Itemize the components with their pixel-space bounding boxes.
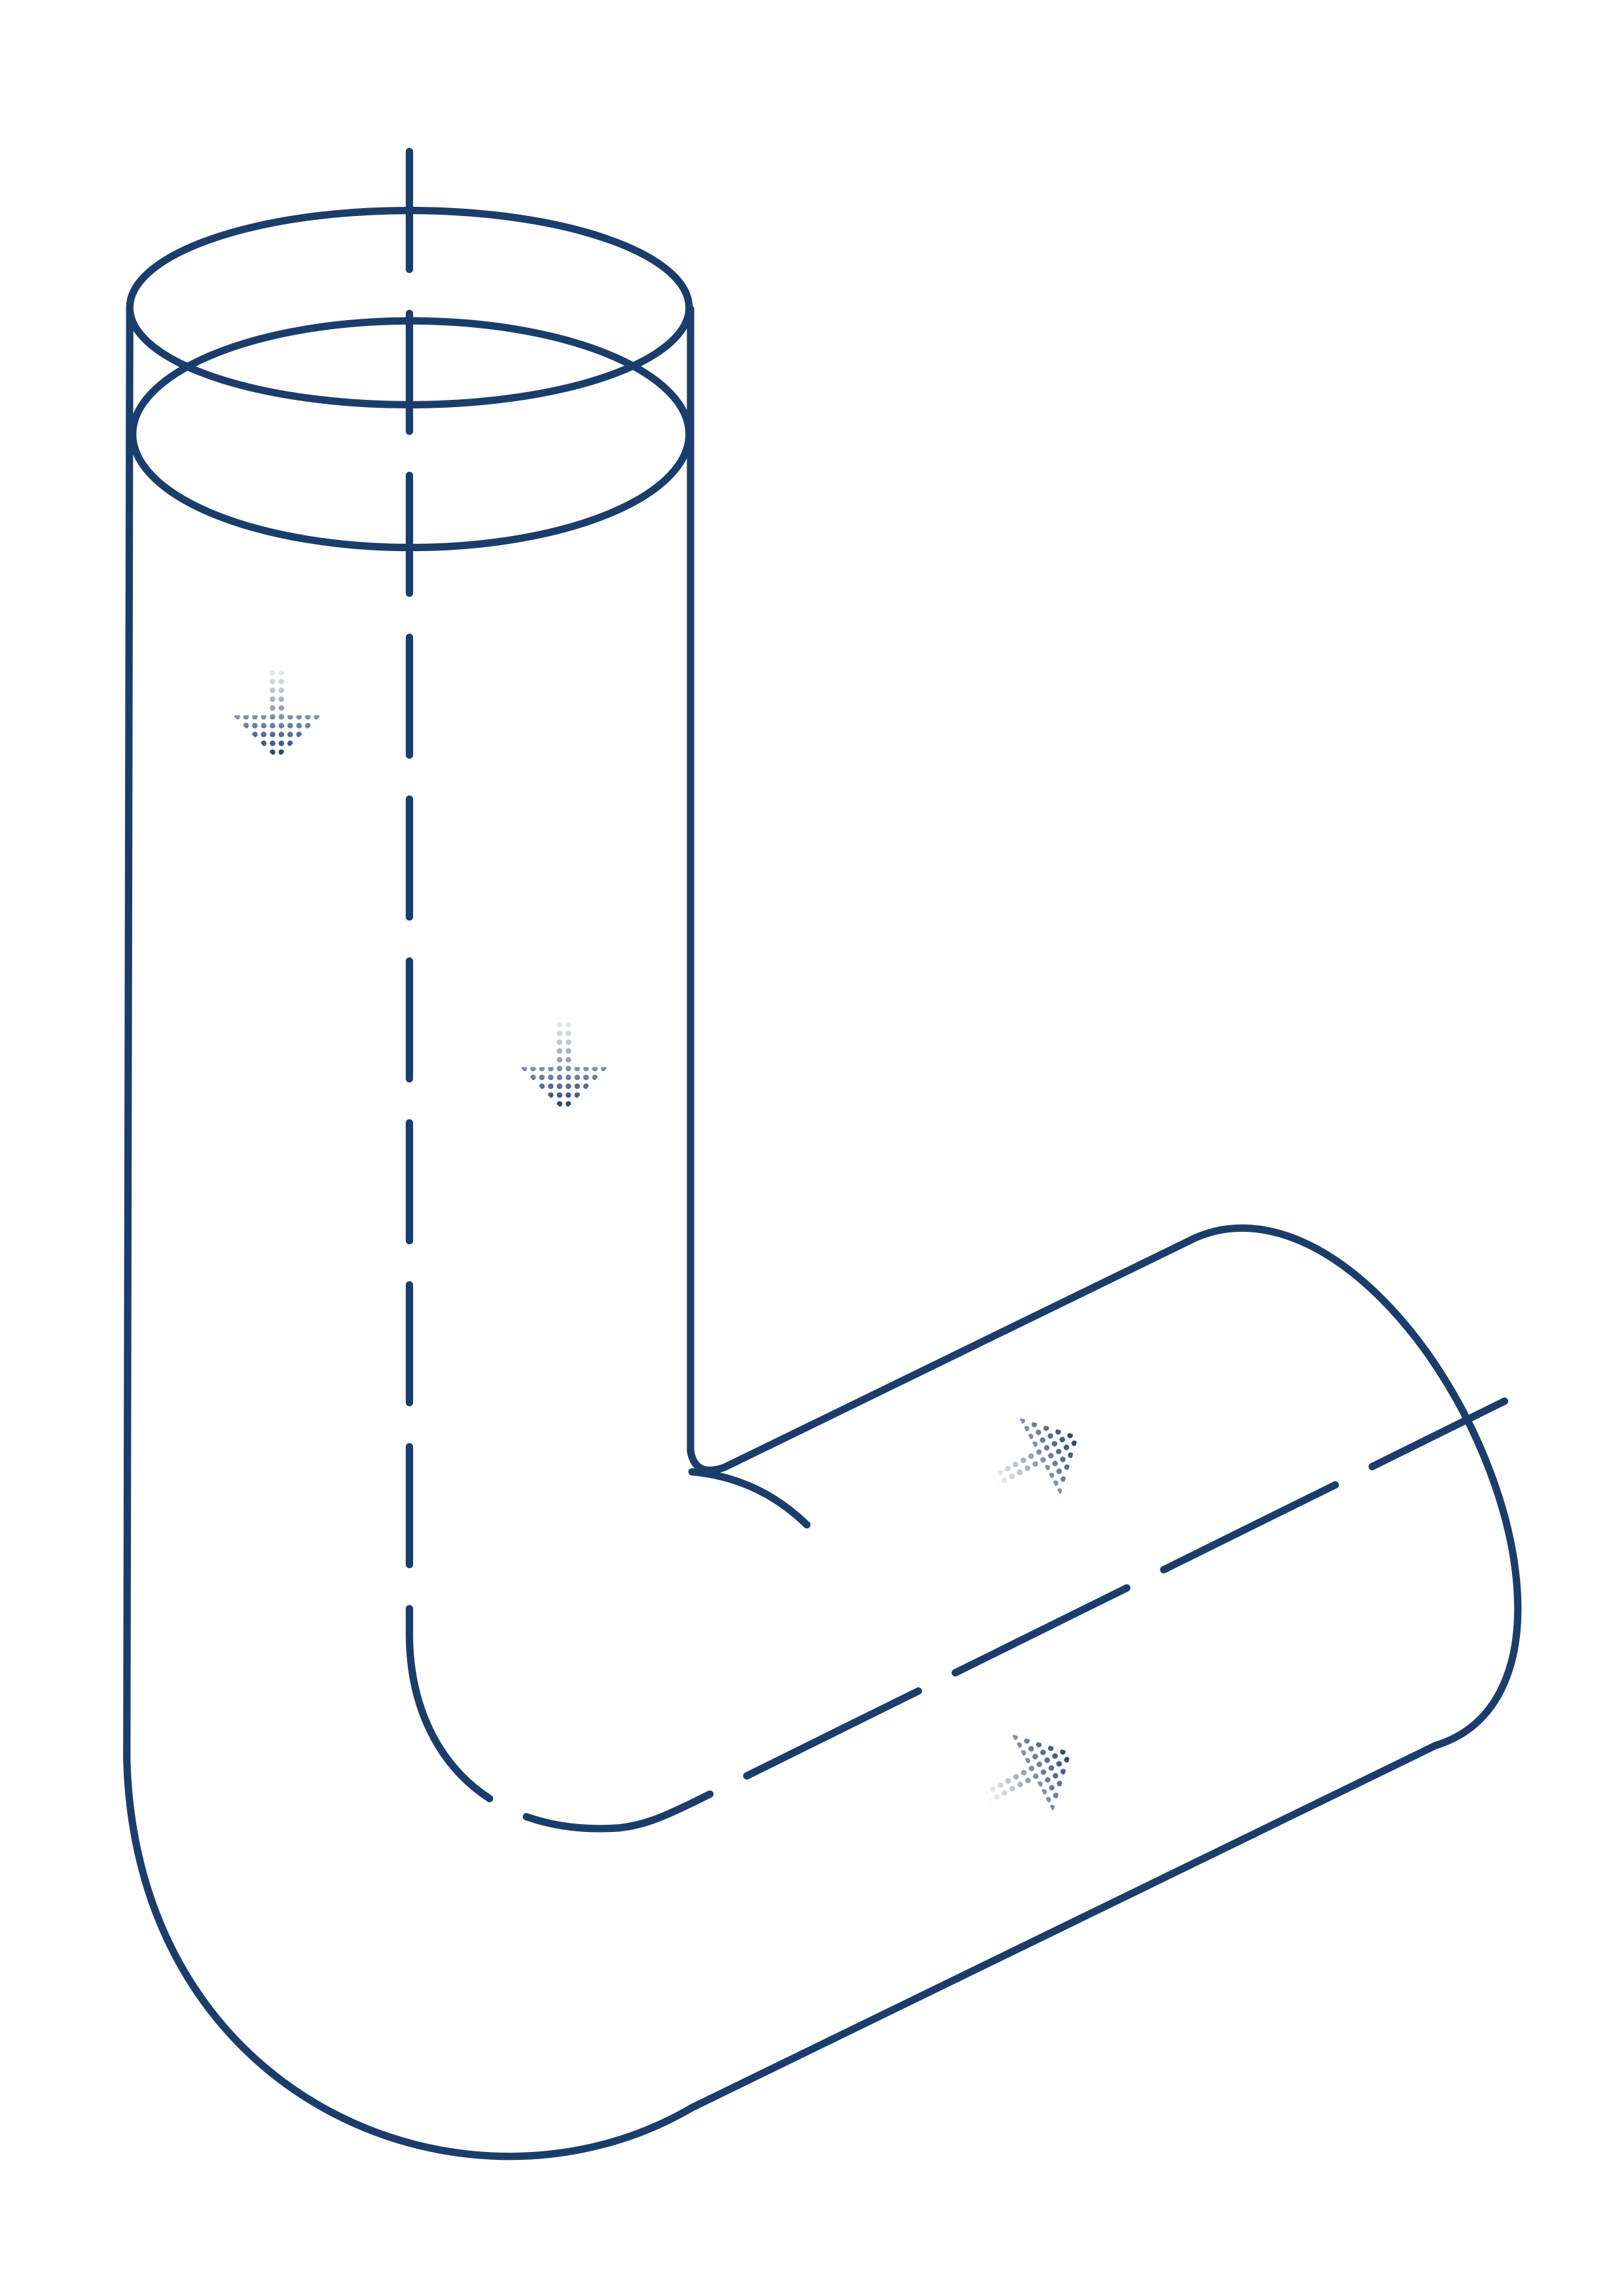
pipe-inner-corner <box>687 1234 1199 1474</box>
flow-arrow-right-2 <box>967 1713 1092 1836</box>
flow-arrow-down-2 <box>520 1017 608 1111</box>
pipe-left-wall <box>123 305 134 1763</box>
flow-arrow-right-1 <box>975 1397 1099 1519</box>
pipe-inner-bend-arc <box>688 1468 811 1529</box>
pipe-end-cap <box>1191 1224 1522 1749</box>
flow-arrow-down-1 <box>233 665 321 759</box>
pipe-outer-bend <box>123 1742 1439 2161</box>
flow-arrows <box>233 665 1100 1835</box>
bend-centerline <box>405 1397 1509 1833</box>
